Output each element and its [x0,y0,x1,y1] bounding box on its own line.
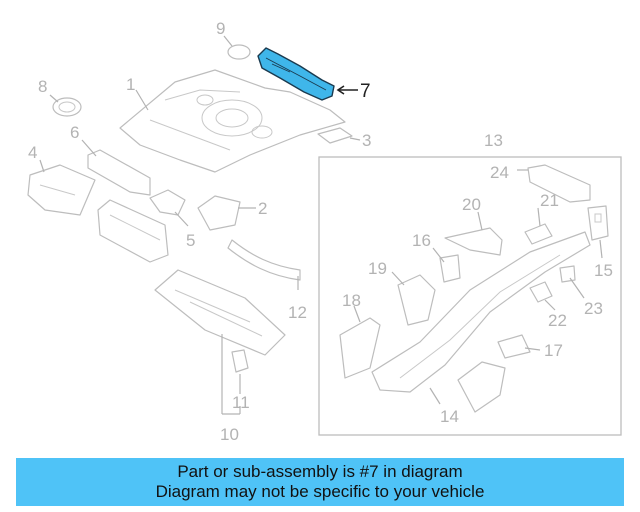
side-member-part-6[interactable] [87,149,151,196]
highlighted-part-7[interactable] [257,47,335,101]
callout-8: 8 [38,77,47,96]
reinforcement-part-12[interactable] [227,239,301,281]
side-rail[interactable] [97,199,169,263]
callout-22: 22 [548,311,567,330]
callout-4: 4 [28,143,37,162]
callout-9: 9 [216,19,225,38]
panel-part-19[interactable] [397,274,436,326]
panel-part-20[interactable] [444,227,503,256]
callout-3: 3 [362,131,371,150]
callout-13: 13 [484,131,503,150]
banner-line-1: Part or sub-assembly is #7 in diagram [177,462,463,481]
callout-24: 24 [490,163,509,182]
callout-23: 23 [584,299,603,318]
callout-1: 1 [126,75,135,94]
callout-18: 18 [342,291,361,310]
callout-2: 2 [258,199,267,218]
callout-5: 5 [186,231,195,250]
floor-section-part-4[interactable] [27,164,96,216]
bracket-part-5[interactable] [149,189,186,216]
bracket-part-17[interactable] [497,334,531,359]
callout-7: 7 [360,81,371,102]
info-banner: Part or sub-assembly is #7 in diagram Di… [16,458,624,506]
bracket-part-11[interactable] [231,349,249,373]
panel-part-18[interactable] [339,317,381,379]
bracket-part-23[interactable] [559,265,576,283]
callout-11: 11 [232,393,250,412]
lower-floor-part[interactable] [154,269,286,356]
bracket-part-15[interactable] [587,205,609,241]
callout-10: 10 [220,425,239,444]
callout-17: 17 [544,341,563,360]
callout-15: 15 [594,261,613,280]
callout-21: 21 [540,191,559,210]
main-rail-part-14[interactable] [371,231,591,393]
rear-floor-pan[interactable] [119,69,346,173]
grommet-part[interactable] [227,44,251,60]
bracket-part-16[interactable] [439,254,461,283]
bracket-lower[interactable] [457,361,506,413]
callout-12: 12 [288,303,307,322]
callout-19: 19 [368,259,387,278]
callout-16: 16 [412,231,431,250]
parts-diagram: 9 8 1 6 4 3 2 5 12 11 10 13 24 21 20 16 … [27,19,622,444]
plug-part[interactable] [52,97,82,117]
sub-assembly-box-13 [318,156,622,436]
bracket-part-21[interactable] [524,223,553,245]
callout-6: 6 [70,123,79,142]
bracket-part-2[interactable] [197,195,241,231]
callout-labels: 9 8 1 6 4 3 2 5 12 11 10 13 24 21 20 16 … [28,19,613,444]
leader-lines [39,35,603,415]
banner-line-2: Diagram may not be specific to your vehi… [155,482,485,501]
bracket-part-24[interactable] [527,164,591,203]
callout-14: 14 [440,407,459,426]
bracket-part-3[interactable] [317,127,353,144]
bracket-part-22[interactable] [529,281,553,303]
callout-20: 20 [462,195,481,214]
